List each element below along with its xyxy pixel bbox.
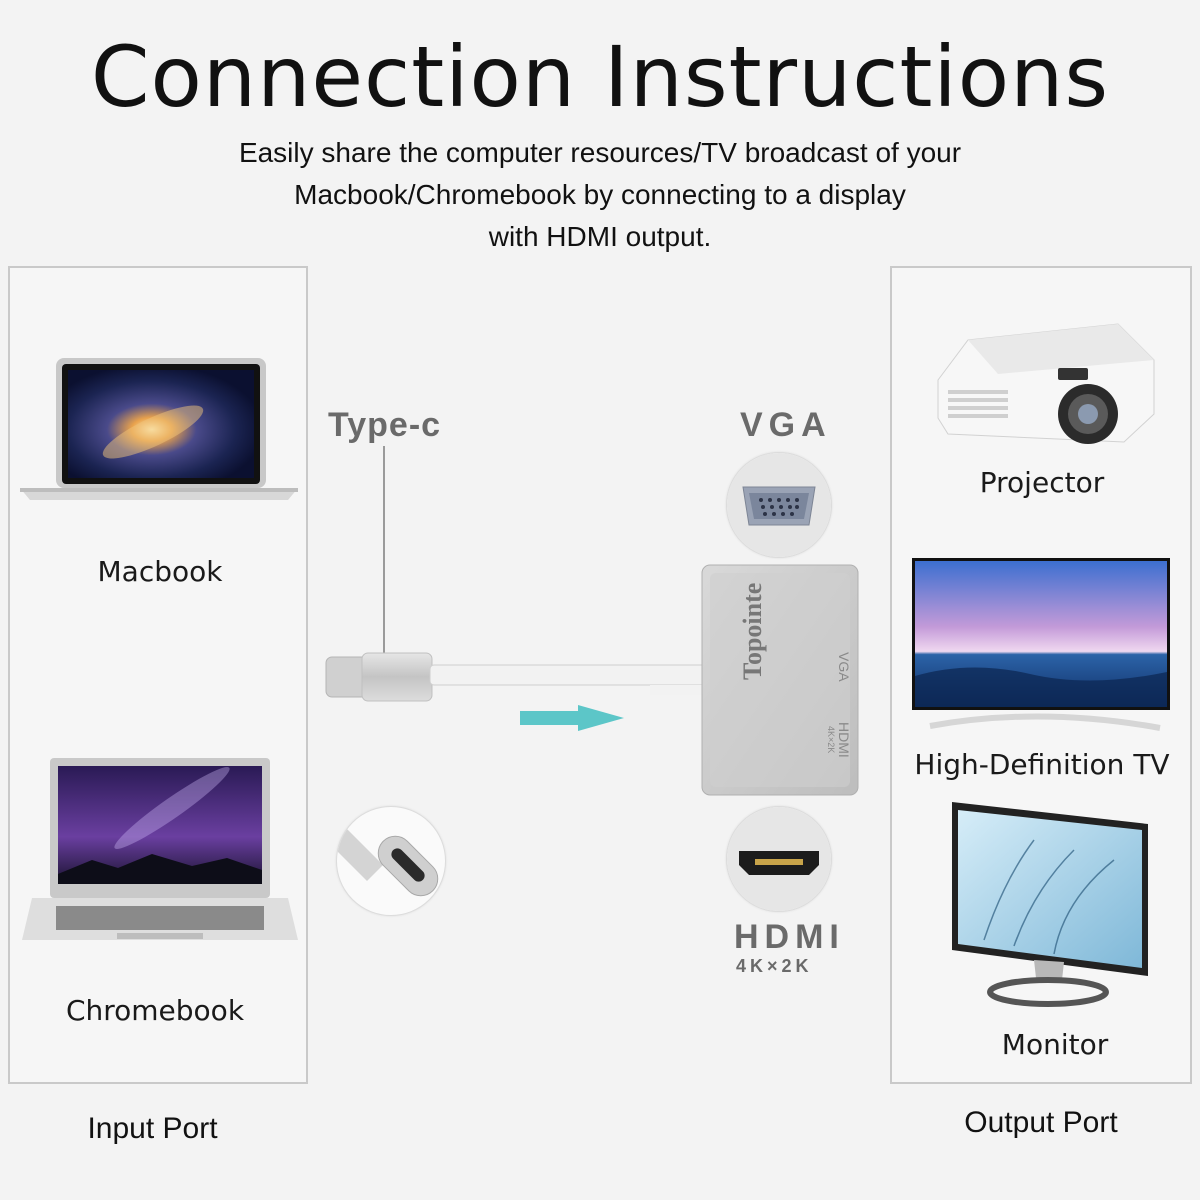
hdmi-label: HDMI: [734, 918, 845, 956]
subtitle-line: Macbook/Chromebook by connecting to a di…: [294, 179, 906, 210]
subtitle-line: Easily share the computer resources/TV b…: [238, 137, 962, 168]
body-vga-text: VGA: [836, 652, 852, 682]
projector-icon: [937, 323, 1155, 444]
hdmi-port-icon: [727, 807, 831, 911]
device-label-macbook: Macbook: [97, 555, 223, 588]
laptop-chromebook-icon: [22, 758, 298, 940]
input-port-label: Input Port: [87, 1112, 218, 1145]
hdmi-resolution-label: 4K×2K: [736, 956, 813, 976]
device-label-chromebook: Chromebook: [65, 994, 245, 1027]
brand-logo: Topointe: [738, 582, 767, 680]
adapter-diagram: [325, 564, 859, 796]
tv-icon: [912, 558, 1170, 731]
subtitle-line: with HDMI output.: [488, 221, 712, 252]
vga-port-closeup: [726, 452, 832, 558]
type-c-closeup: [336, 806, 446, 916]
device-label-tv: High-Definition TV: [914, 748, 1170, 781]
page-title: Connection Instructions: [90, 28, 1110, 126]
vga-port-icon: [727, 453, 831, 557]
page-subtitle: Easily share the computer resources/TV b…: [150, 132, 1050, 258]
output-port-label: Output Port: [964, 1106, 1118, 1139]
body-hdmi-sub: 4K×2K: [826, 726, 836, 754]
body-hdmi-text: HDMI: [836, 722, 852, 758]
type-c-plug-icon: [337, 829, 439, 897]
type-c-label: Type-c: [328, 406, 442, 444]
laptop-macbook-icon: [20, 358, 298, 500]
leader-line: [383, 446, 385, 680]
vga-label: VGA: [740, 406, 832, 444]
device-label-monitor: Monitor: [1001, 1028, 1109, 1061]
device-label-projector: Projector: [979, 466, 1105, 499]
hdmi-port-closeup: [726, 806, 832, 912]
monitor-icon: [952, 802, 1148, 1007]
